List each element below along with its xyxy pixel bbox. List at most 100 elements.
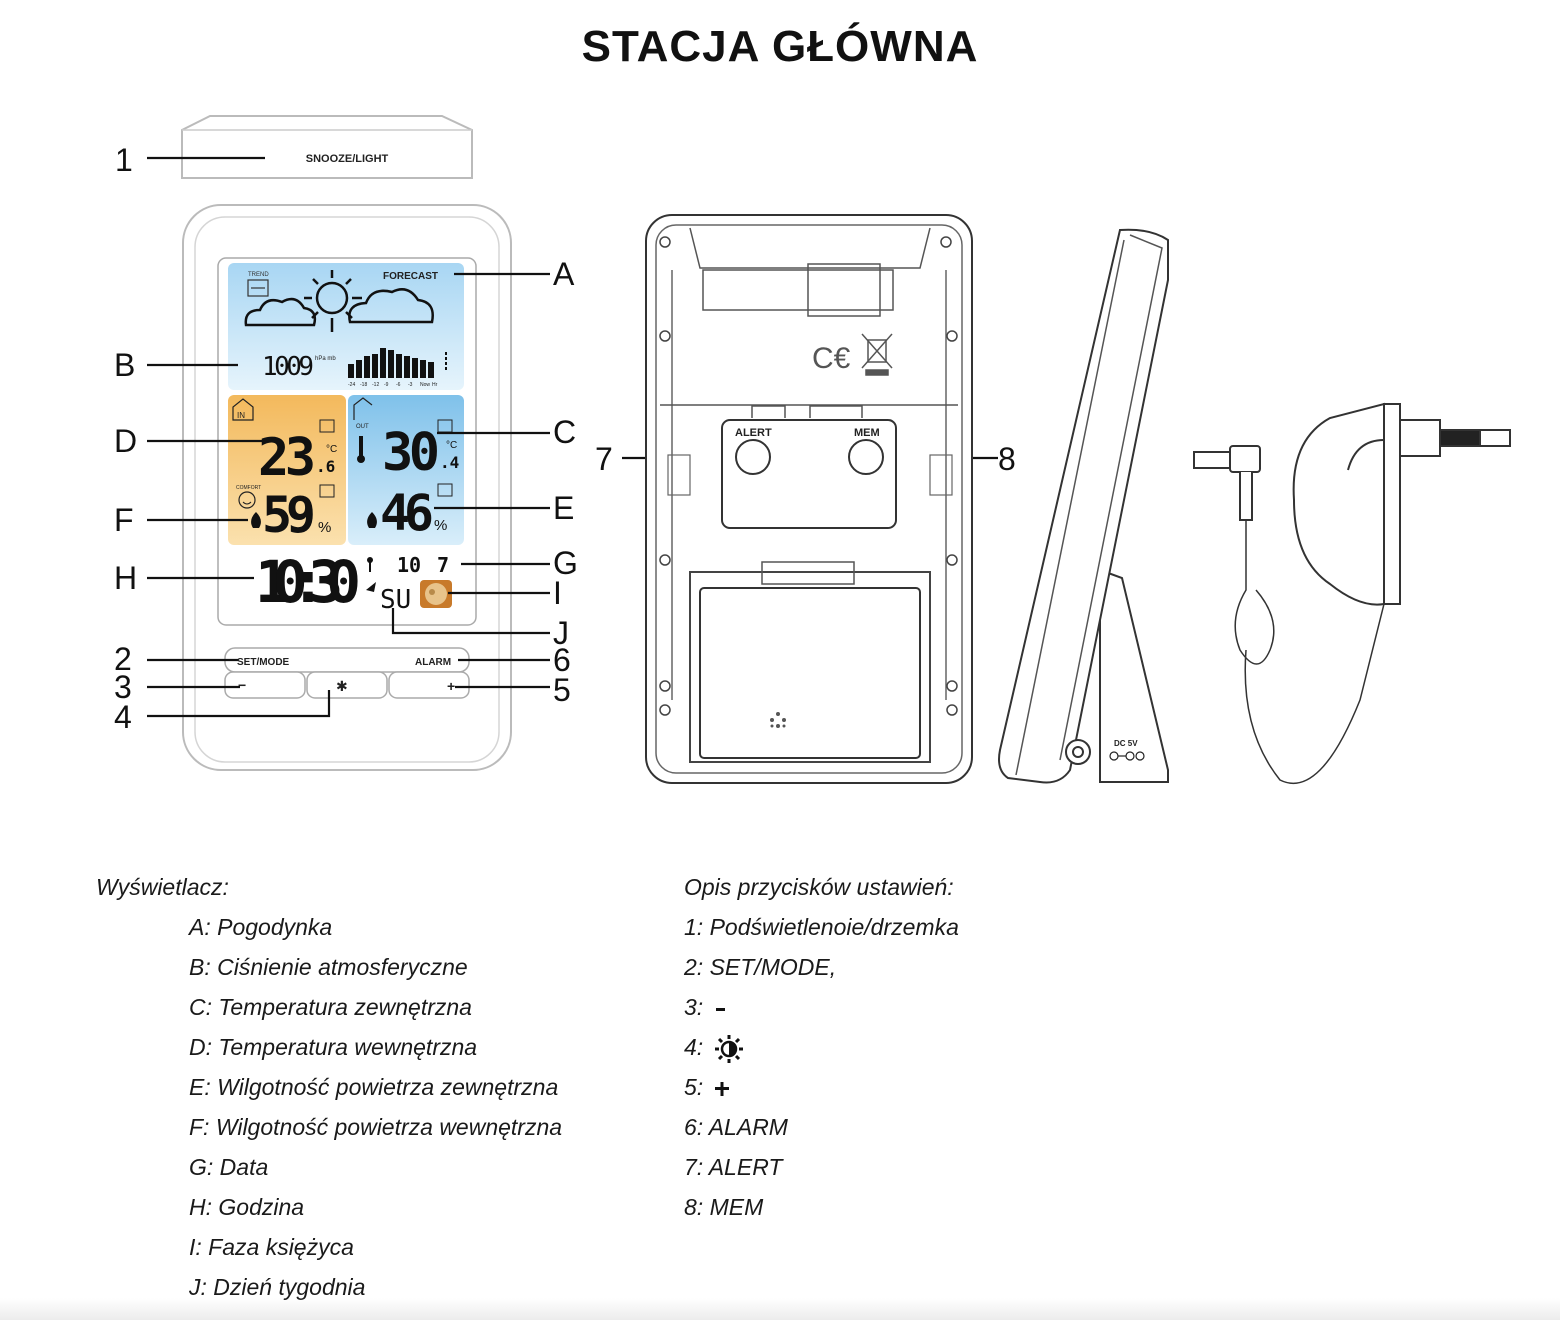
mem-button[interactable] (848, 439, 884, 475)
legend-button-4-text: 4: (684, 1034, 710, 1061)
minus-button[interactable] (224, 671, 306, 699)
legend-item-J: J: Dzień tygodnia (189, 1274, 366, 1300)
antenna-icon (367, 557, 373, 572)
pressure-value: 1009 (262, 352, 314, 382)
sun-icon (304, 270, 362, 332)
mem-label: MEM (854, 427, 880, 439)
indoor-temp-unit: °C (326, 444, 337, 455)
legend-button-3: 3: (684, 994, 728, 1021)
speaker-grille-icon (770, 712, 786, 728)
history-label: -12 (372, 382, 379, 388)
in-label: IN (237, 411, 245, 420)
outdoor-temp-main: 30 (382, 423, 440, 483)
legend-button-3-text: 3: (684, 994, 710, 1020)
history-label: -3 (408, 382, 413, 388)
callout-C: C (553, 414, 576, 450)
pressure-bar (348, 364, 354, 378)
top-view: SNOOZE/LIGHT (181, 115, 473, 179)
front-view: TREND FORECAST 1009 hPa mb -24-18-12-9-6… (182, 204, 512, 771)
callout-J: J (553, 615, 569, 651)
callout-F: F (114, 502, 134, 538)
comfort-face-icon (238, 491, 256, 509)
legend-item-E: E: Wilgotność powietrza zewnętrzna (189, 1074, 559, 1100)
callout-6: 6 (553, 642, 571, 678)
outdoor-house-icon (353, 397, 373, 420)
pressure-history-bars (348, 348, 434, 378)
alarm-indicator-icon (366, 582, 376, 592)
legend-item-H: H: Godzina (189, 1194, 305, 1220)
callout-3: 3 (114, 669, 132, 705)
outdoor-humidity: 46 (380, 484, 434, 542)
humidity-drop-icon (367, 512, 377, 528)
legend-button-4: 4: (684, 1034, 744, 1064)
brightness-icon (714, 1035, 743, 1063)
pressure-bar (388, 350, 394, 378)
cloud-icon (348, 288, 434, 324)
callout-G: G (553, 545, 578, 581)
display-legend-header: Wyświetlacz: (96, 874, 229, 900)
forecast-label: FORECAST (383, 271, 438, 282)
callout-1: 1 (115, 142, 133, 178)
ce-mark: C€ (812, 342, 851, 375)
plus-label: + (447, 678, 455, 694)
history-label: -24 (348, 382, 355, 388)
display-legend: Wyświetlacz: A: Pogodynka B: Ciśnienie a… (96, 874, 656, 1314)
dc-label: DC 5V (1114, 739, 1138, 748)
history-label: Hr (432, 382, 438, 388)
back-view: C€ ALERT MEM (645, 214, 973, 784)
weee-bin-icon (861, 333, 893, 376)
legend-item-G: G: Data (189, 1154, 269, 1180)
alarm-label: ALARM (415, 657, 451, 668)
callout-I: I (553, 575, 562, 611)
humidity-drop-icon (251, 512, 261, 528)
alert-label: ALERT (735, 427, 772, 439)
clock-time: 10:30 (255, 548, 361, 616)
page-title: STACJA GŁÓWNA (581, 22, 979, 71)
house-icon (232, 398, 254, 421)
plus-button[interactable] (388, 671, 470, 699)
callout-8: 8 (998, 441, 1016, 477)
history-label: -18 (360, 382, 367, 388)
minus-icon (715, 1007, 725, 1011)
alert-button[interactable] (735, 439, 771, 475)
pressure-bar (380, 348, 386, 378)
legend-item-A: A: Pogodynka (189, 914, 333, 940)
station-diagram: SNOOZE/LIGHT TREND FORECAST 1009 hPa mb … (114, 115, 1511, 785)
comfort-label: COMFORT (236, 485, 261, 491)
plus-icon (714, 1081, 729, 1096)
snooze-light-label: SNOOZE/LIGHT (306, 153, 389, 165)
pressure-bar (404, 356, 410, 378)
callout-7: 7 (595, 441, 613, 477)
cloud-icon (244, 297, 317, 327)
legend-button-8: 8: MEM (684, 1194, 764, 1220)
legend-item-F: F: Wilgotność powietrza wewnętrzna (189, 1114, 563, 1140)
outdoor-humidity-unit: % (434, 517, 447, 534)
callout-2: 2 (114, 641, 132, 677)
callout-4: 4 (114, 699, 132, 735)
legend-item-D: D: Temperatura wewnętrzna (189, 1034, 478, 1060)
callout-A: A (553, 256, 575, 292)
power-adapter (1193, 402, 1511, 785)
legend-button-1: 1: Podświetlenoie/drzemka (684, 914, 959, 940)
pressure-bar (420, 360, 426, 378)
indoor-temp-main: 23 (258, 428, 316, 488)
pressure-bar (364, 356, 370, 378)
light-button[interactable] (306, 671, 388, 699)
indoor-humidity: 59 (262, 486, 316, 544)
side-view: DC 5V (998, 228, 1169, 784)
trend-icon (247, 279, 269, 297)
history-label: Now (420, 382, 430, 388)
trend-label: TREND (248, 272, 269, 278)
legend-button-5: 5: (684, 1074, 730, 1101)
callout-H: H (114, 560, 137, 596)
callout-labels: 1 2 3 4 5 6 7 8 A B C D E F G H I J (114, 142, 1016, 735)
thermometer-icon (357, 436, 365, 463)
indoor-panel (228, 395, 346, 545)
set-mode-label: SET/MODE (237, 657, 290, 668)
callout-5: 5 (553, 672, 571, 708)
buttons-legend-header: Opis przycisków ustawień: (684, 874, 954, 900)
legend-item-C: C: Temperatura zewnętrzna (189, 994, 472, 1020)
weekday: SU (380, 585, 411, 615)
indoor-temp-dec: .6 (316, 457, 335, 476)
